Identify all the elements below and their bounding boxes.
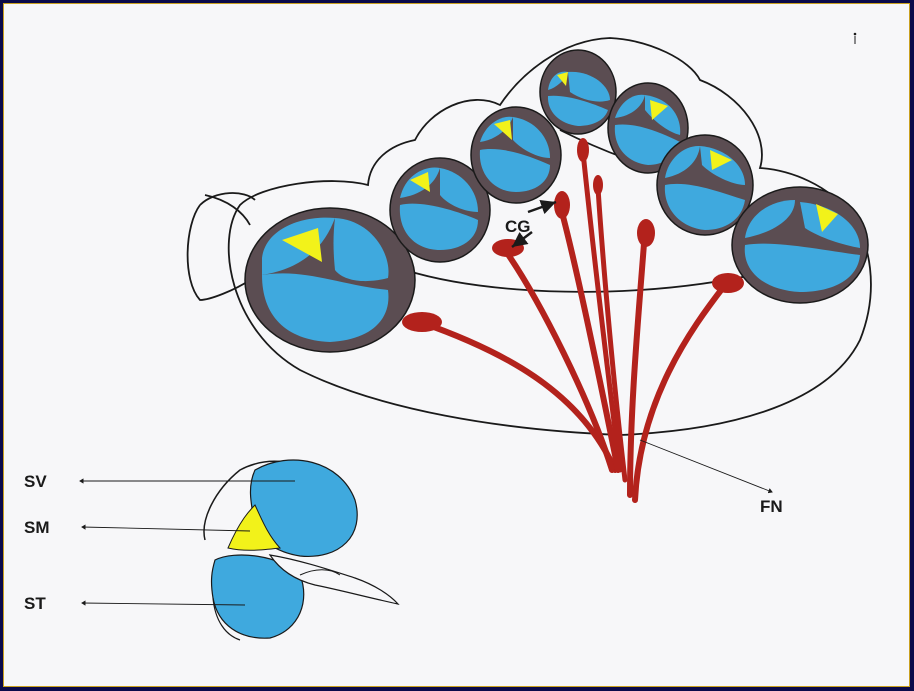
arrow-icon [528,202,556,212]
turn-cross-section [204,460,398,640]
sm-label: SM [24,518,50,537]
fn-leader [640,440,772,492]
st-label: ST [24,594,46,613]
cochlear-turn-apex [540,50,616,134]
cochlear-turn-1 [245,208,415,352]
fn-label: FN [760,497,783,516]
sv-label: SV [24,472,47,491]
corner-mark-icon [854,33,856,44]
cg-label: CG [505,217,531,236]
leader-lines [80,440,772,605]
cochlear-turn-base-right [732,187,868,303]
cochlear-turn-3 [471,107,561,203]
sm-leader [82,527,250,531]
